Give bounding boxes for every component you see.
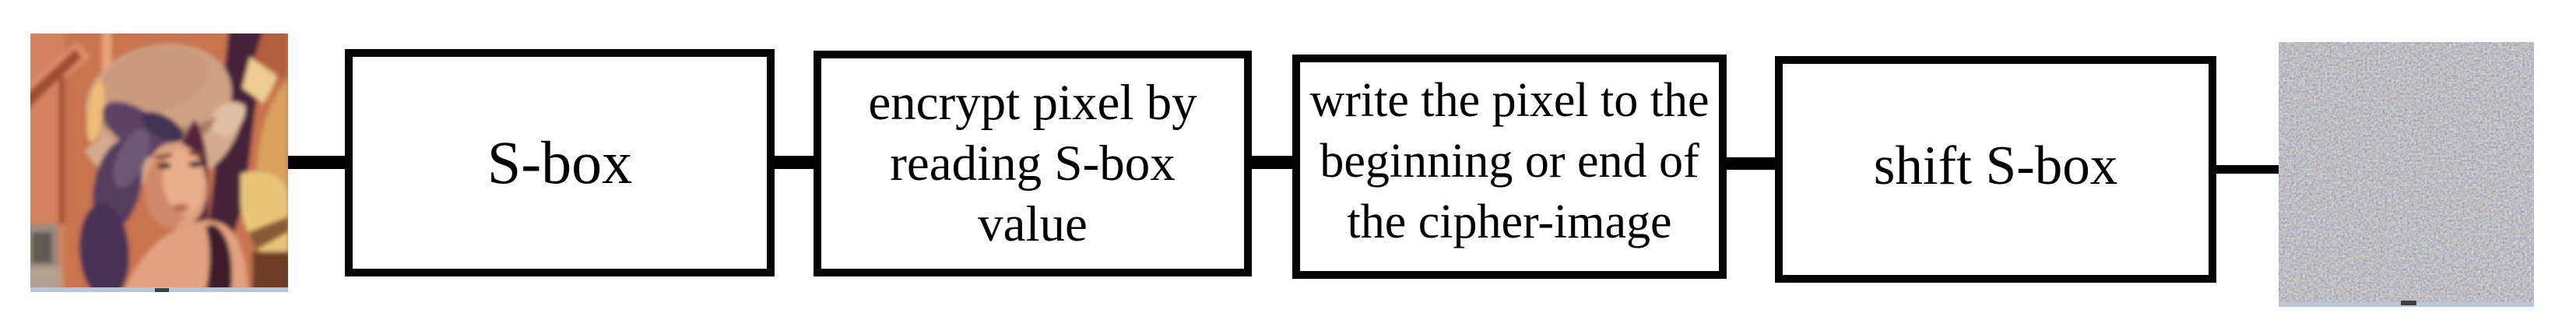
lena-plain-image xyxy=(30,33,288,292)
flow-box-label-line: reading S-box xyxy=(890,136,1176,192)
resize-handle xyxy=(2401,301,2416,305)
flow-box-label-line: value xyxy=(978,196,1088,252)
flow-box-sbox: S-box xyxy=(345,49,775,276)
flow-box-encrypt-pixel: encrypt pixel by reading S-box value xyxy=(814,51,1252,276)
flow-box-label-line: beginning or end of xyxy=(1320,135,1699,188)
flow-box-label-line: the cipher-image xyxy=(1347,195,1672,248)
cipher-noise-art xyxy=(2279,42,2534,302)
connector-line-4 xyxy=(1727,157,1775,170)
flow-box-label-line: write the pixel to the xyxy=(1309,74,1710,127)
flow-box-label: shift S-box xyxy=(1873,136,2118,196)
connector-line-2 xyxy=(775,156,814,169)
connector-line-3 xyxy=(1252,156,1292,169)
flow-box-shift-sbox: shift S-box xyxy=(1775,56,2216,283)
connector-line-1 xyxy=(288,156,345,169)
lena-plain-image-art xyxy=(30,33,288,287)
resize-handle xyxy=(155,288,169,292)
cipher-noise-image xyxy=(2279,42,2534,307)
connector-line-5 xyxy=(2216,165,2279,174)
flow-box-label-line: encrypt pixel by xyxy=(868,75,1197,131)
flow-box-write-pixel: write the pixel to the beginning or end … xyxy=(1292,55,1727,279)
flow-box-label: S-box xyxy=(487,129,633,196)
